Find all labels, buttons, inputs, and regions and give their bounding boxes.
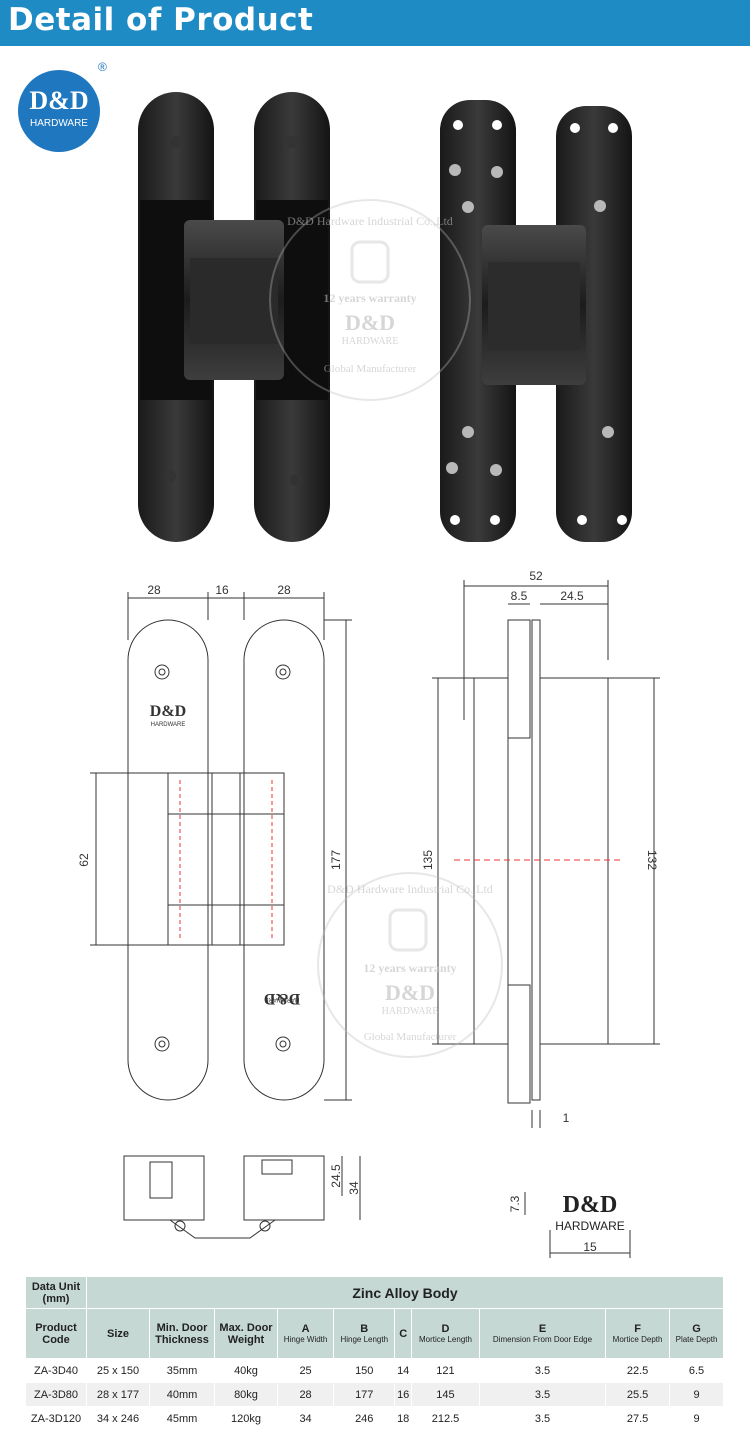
dim-side-h1: 135 bbox=[421, 850, 435, 870]
cell: 3.5 bbox=[478, 1382, 607, 1407]
cell: 177 bbox=[333, 1382, 396, 1407]
hinge-photo-back bbox=[440, 100, 632, 542]
cell: 14 bbox=[394, 1358, 413, 1383]
cell: 28 x 177 bbox=[86, 1382, 150, 1407]
cell: 9 bbox=[669, 1406, 724, 1431]
cell: 27.5 bbox=[605, 1406, 671, 1431]
dim-bottom-h1: 24.5 bbox=[329, 1164, 343, 1188]
logo-brand: D&D bbox=[29, 86, 89, 115]
watermark-bottom-line2: 12 years warranty bbox=[363, 961, 456, 975]
cell: 3.5 bbox=[478, 1406, 607, 1431]
product-illustration: 28 16 28 62 177 D&D HARDWARE D&D HARDWAR… bbox=[77, 92, 660, 1258]
hinge-photo-front bbox=[138, 92, 330, 542]
cell: 25 bbox=[276, 1358, 335, 1383]
header-cell: Min. Door Thickness bbox=[149, 1308, 215, 1359]
cell: 22.5 bbox=[605, 1358, 671, 1383]
dim-side-total: 52 bbox=[529, 569, 543, 583]
watermark-top-brand: D&D bbox=[345, 310, 395, 335]
cell: 212.5 bbox=[411, 1406, 480, 1431]
cell: 34 bbox=[276, 1406, 335, 1431]
cell: 9 bbox=[669, 1382, 724, 1407]
cell: 25 x 150 bbox=[86, 1358, 150, 1383]
cell: 80kg bbox=[214, 1382, 278, 1407]
header-cell: Product Code bbox=[25, 1308, 87, 1359]
brand-logo: D&D HARDWARE bbox=[18, 70, 100, 152]
header-cell: Max. Door Weight bbox=[214, 1308, 278, 1359]
dim-w2: 16 bbox=[215, 583, 229, 597]
cell: 45mm bbox=[149, 1406, 215, 1431]
watermark-top-line2: 12 years warranty bbox=[323, 291, 416, 305]
watermark-bottom bbox=[317, 872, 503, 1058]
dim-bottom-h2: 34 bbox=[347, 1181, 361, 1195]
cell: 28 bbox=[276, 1382, 335, 1407]
cell: ZA-3D120 bbox=[25, 1406, 87, 1431]
header-row: Product Code Size Min. Door Thickness Ma… bbox=[25, 1308, 724, 1359]
plate-sub-top: HARDWARE bbox=[151, 722, 186, 728]
cell: ZA-3D40 bbox=[25, 1358, 87, 1383]
dim-w3: 28 bbox=[277, 583, 291, 597]
watermark-top-line3: Global Manufacturer bbox=[324, 363, 417, 375]
cell: 3.5 bbox=[478, 1358, 607, 1383]
cell: 150 bbox=[333, 1358, 396, 1383]
cell: ZA-3D80 bbox=[25, 1382, 87, 1407]
watermark-top-sub: HARDWARE bbox=[342, 336, 399, 347]
cell: 6.5 bbox=[669, 1358, 724, 1383]
title-banner: Detail of Product bbox=[0, 0, 750, 46]
plate-sub-bottom: HARDWARE bbox=[265, 996, 300, 1002]
watermark-top bbox=[269, 199, 471, 401]
mark-dimensions bbox=[524, 1192, 631, 1258]
cell: 145 bbox=[411, 1382, 480, 1407]
plate-brand-top: D&D bbox=[150, 703, 186, 720]
cell: 40mm bbox=[149, 1382, 215, 1407]
plate-brand-bottom: D&D bbox=[264, 990, 300, 1007]
spec-table: Data Unit (mm) Zinc Alloy Body Product C… bbox=[25, 1276, 724, 1431]
dim-h-total: 177 bbox=[329, 850, 343, 870]
watermark-bottom-brand: D&D bbox=[385, 980, 435, 1005]
cell: 25.5 bbox=[605, 1382, 671, 1407]
side-drawing bbox=[432, 580, 660, 1128]
dim-side-d2: 24.5 bbox=[560, 589, 584, 603]
watermark-bottom-line1: D&D Hardware Industrial Co.,Ltd bbox=[327, 882, 493, 896]
front-drawing bbox=[90, 592, 352, 1101]
watermark-top-line1: D&D Hardware Industrial Co.,Ltd bbox=[287, 214, 453, 228]
material-label: Zinc Alloy Body bbox=[86, 1276, 724, 1309]
header-cell: Size bbox=[86, 1308, 150, 1359]
mark-dim-w: 15 bbox=[583, 1240, 597, 1254]
dim-h-inner: 62 bbox=[77, 853, 91, 867]
cell: 34 x 246 bbox=[86, 1406, 150, 1431]
registered-mark: ® bbox=[98, 60, 107, 74]
mark-sub: HARDWARE bbox=[555, 1219, 625, 1233]
mark-dim-h: 7.3 bbox=[508, 1195, 522, 1212]
bottom-drawing bbox=[123, 1155, 361, 1239]
cell: 40kg bbox=[214, 1358, 278, 1383]
cell: 120kg bbox=[214, 1406, 278, 1431]
cell: 35mm bbox=[149, 1358, 215, 1383]
dim-w1: 28 bbox=[147, 583, 161, 597]
cell: 121 bbox=[411, 1358, 480, 1383]
cell: 18 bbox=[394, 1406, 413, 1431]
watermark-bottom-line3: Global Manufacturer bbox=[364, 1031, 457, 1043]
mark-brand: D&D bbox=[563, 1192, 618, 1218]
logo-subline: HARDWARE bbox=[30, 118, 88, 129]
page-title: Detail of Product bbox=[8, 2, 314, 38]
cell: 246 bbox=[333, 1406, 396, 1431]
watermark-bottom-sub: HARDWARE bbox=[382, 1006, 439, 1017]
dim-side-h2: 132 bbox=[645, 850, 659, 870]
cell: 16 bbox=[394, 1382, 413, 1407]
dim-side-gap: 1 bbox=[563, 1111, 570, 1125]
unit-label: Data Unit (mm) bbox=[25, 1276, 87, 1309]
dim-side-d1: 8.5 bbox=[511, 589, 528, 603]
header-cell: C bbox=[394, 1308, 413, 1359]
